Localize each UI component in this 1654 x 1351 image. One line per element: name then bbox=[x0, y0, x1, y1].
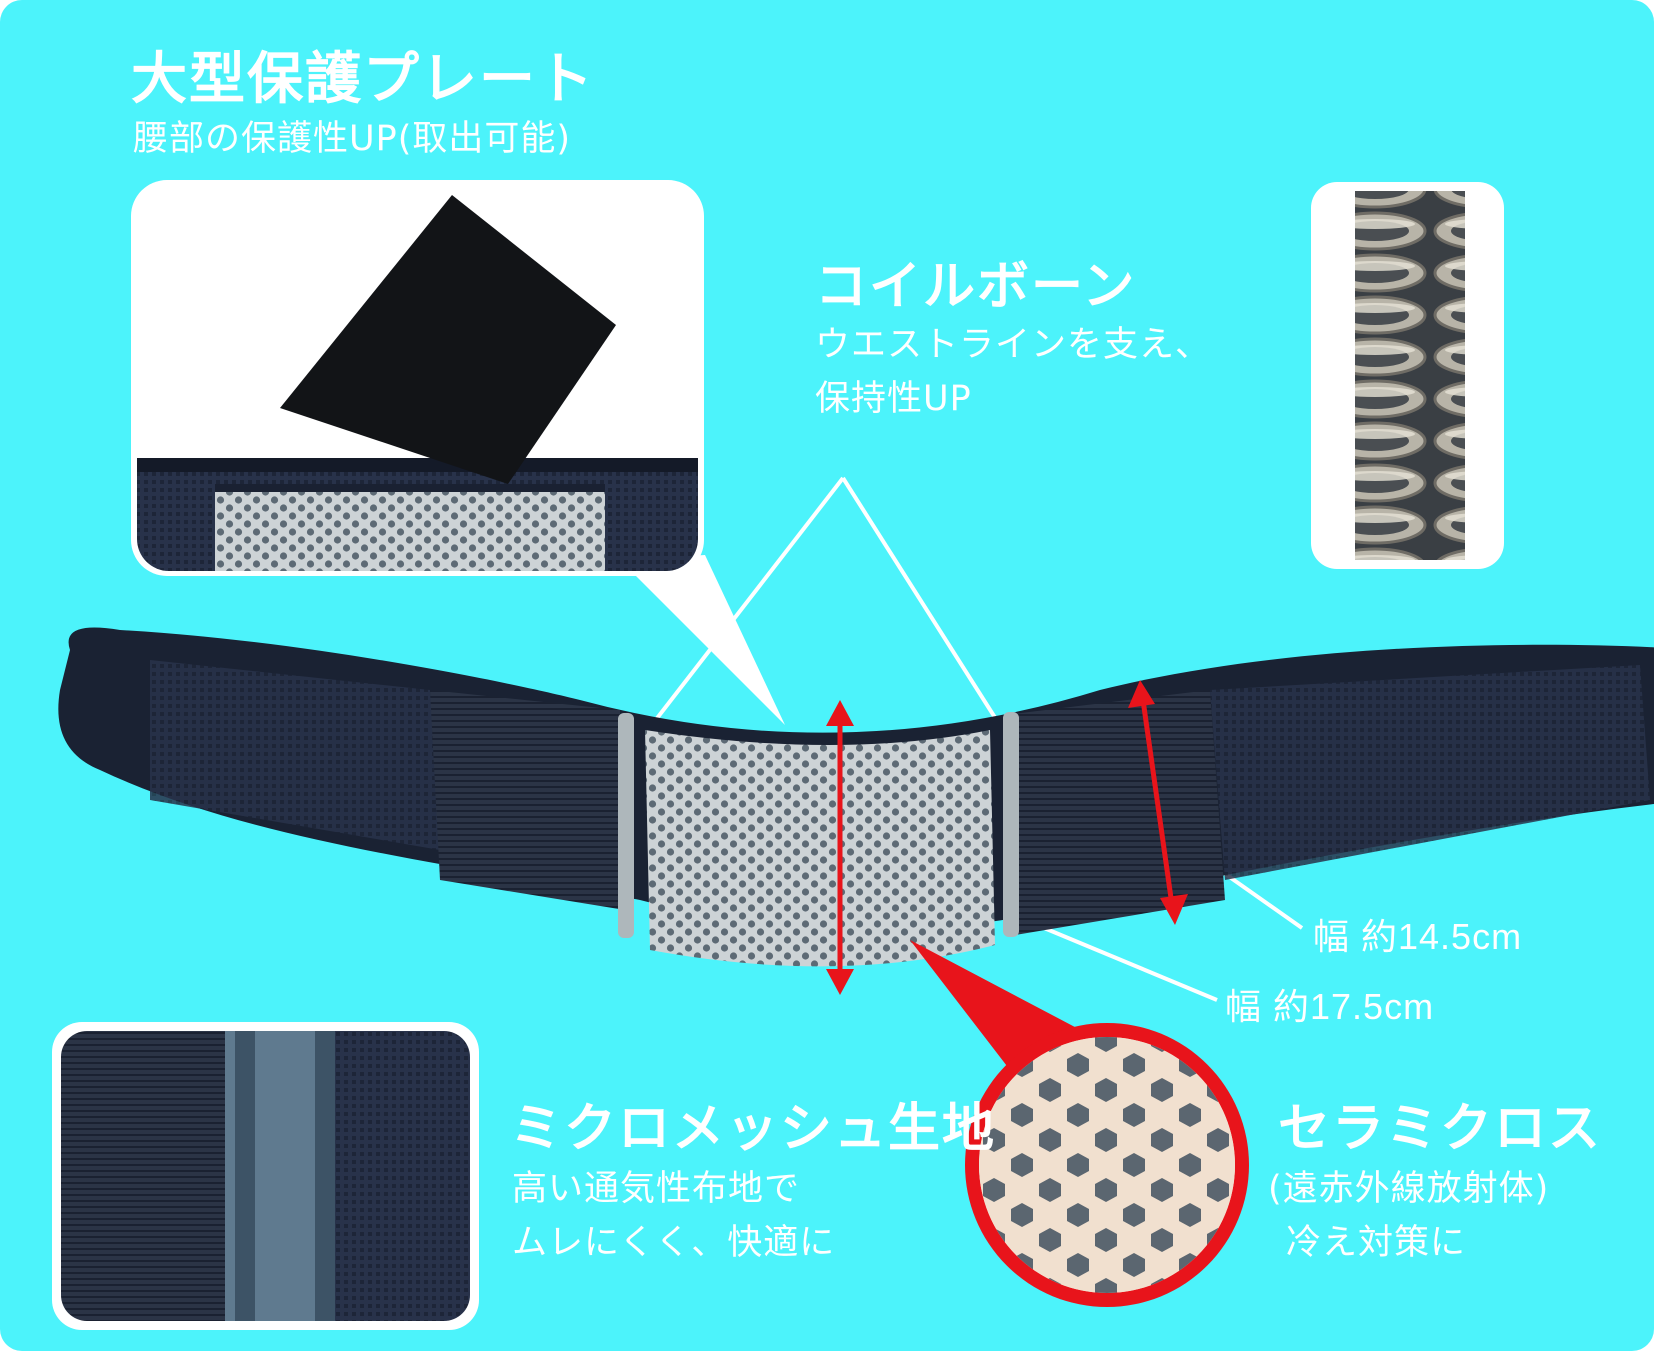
plate-inset-photo bbox=[131, 180, 704, 576]
coil-title: コイルボーン bbox=[815, 257, 1137, 317]
plate-subtitle: 腰部の保護性UP(取出可能) bbox=[133, 119, 572, 159]
measurement-arrows bbox=[826, 680, 1188, 995]
lumbar-belt bbox=[58, 627, 1654, 967]
ceramic-desc-line1: (遠赤外線放射体) bbox=[1268, 1169, 1550, 1209]
ceramic-zoom bbox=[910, 940, 1249, 1307]
coil-inset-photo bbox=[1311, 182, 1504, 569]
mesh-desc-line2: ムレにくく、快適に bbox=[512, 1223, 836, 1263]
ceramic-desc-line2: 冷え対策に bbox=[1286, 1223, 1467, 1263]
coil-desc-line2: 保持性UP bbox=[815, 379, 972, 419]
side-width-label: 幅 約14.5cm bbox=[1313, 916, 1523, 957]
coil-desc-line1: ウエストラインを支え、 bbox=[815, 325, 1212, 365]
plate-callout-pointer bbox=[620, 555, 785, 725]
mesh-title: ミクロメッシュ生地 bbox=[510, 1099, 997, 1159]
fabric-inset-photo bbox=[52, 1022, 479, 1330]
center-width-label: 幅 約17.5cm bbox=[1225, 986, 1435, 1027]
mesh-desc-line1: 高い通気性布地で bbox=[512, 1169, 801, 1209]
plate-title: 大型保護プレート bbox=[131, 47, 595, 112]
ceramic-title: セラミクロス bbox=[1278, 1099, 1603, 1159]
